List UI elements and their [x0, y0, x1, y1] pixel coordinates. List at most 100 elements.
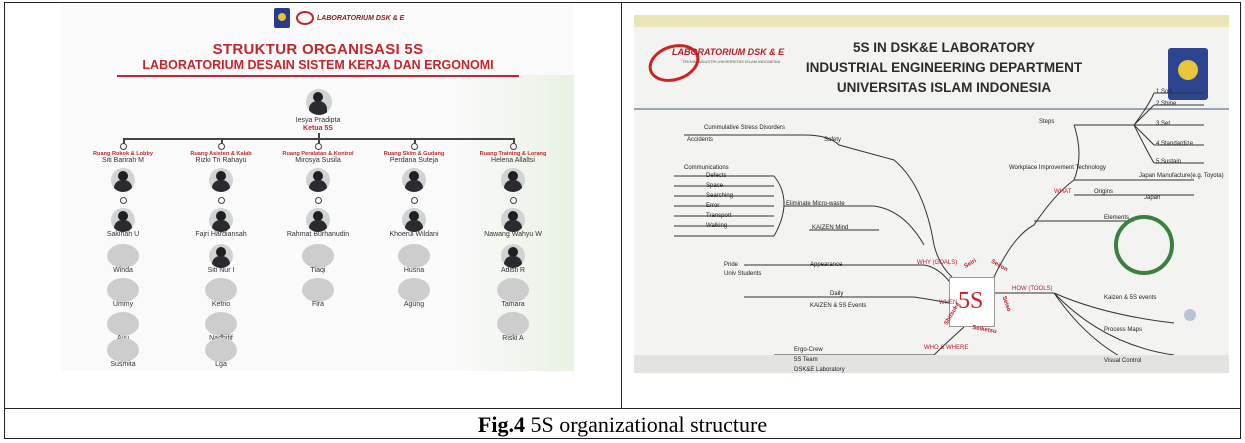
- mindmap-node: Univ Students: [724, 271, 762, 277]
- avatar-member-placeholder: [302, 244, 334, 268]
- mindmap-node: 5S Team: [794, 357, 818, 363]
- column-divider: [621, 2, 622, 409]
- mindmap-node: Ergo-Crew: [794, 347, 823, 353]
- avatar-member-placeholder: [107, 278, 139, 302]
- mindmap-node: Walking: [706, 223, 728, 229]
- photo-title-line-2: INDUSTRIAL ENGINEERING DEPARTMENT: [805, 60, 1083, 75]
- avatar-room-head: [306, 168, 330, 192]
- mindmap-node: Elements: [1104, 215, 1130, 221]
- mindmap-node: Eliminate Micro-waste: [786, 201, 845, 207]
- mindmap-node: Safety: [824, 137, 842, 143]
- mindmap-node: Searching: [706, 193, 734, 199]
- connector-line: [414, 138, 416, 145]
- mindmap-node: KAIZEN Mind: [812, 225, 849, 231]
- avatar-leader: [306, 89, 332, 115]
- connector-line: [318, 133, 320, 139]
- avatar-room-head: [111, 168, 135, 192]
- photo-lab-logo-text: LABORATORIUM DSK & E: [672, 47, 785, 57]
- mindmap-node: Space: [706, 183, 724, 189]
- member-name: Susmita: [110, 361, 136, 368]
- avatar-member-placeholder: [398, 244, 430, 268]
- mindmap-branches: [674, 92, 1204, 373]
- mindmap-node: Workplace Improvement Technology: [1009, 165, 1106, 171]
- photo-top-band: [634, 15, 1229, 27]
- connector-dot: [315, 143, 322, 150]
- avatar-room-head: [402, 168, 426, 192]
- uii-logo-icon: [274, 8, 290, 28]
- poster-title: STRUKTUR ORGANISASI 5S: [212, 41, 424, 58]
- title-underline: [117, 75, 519, 77]
- room-head-name: Rizki Tri Rahayu: [195, 157, 247, 164]
- room-label: Ruang Asisten & Kalab: [190, 151, 252, 157]
- member-name: Riski A: [502, 335, 524, 342]
- lab-ring-icon: [296, 11, 314, 25]
- mindmap-node: WHAT: [1054, 189, 1072, 195]
- lab-logo: LABORATORIUM DSK & E: [296, 11, 404, 25]
- mindmap-node: Pride: [724, 262, 739, 268]
- room-head-name: Helena Allaltsi: [491, 157, 535, 164]
- caption-label: Fig.4: [477, 412, 525, 437]
- avatar-member-placeholder: [107, 338, 139, 362]
- mindmap-node: 5.Sustain: [1156, 159, 1182, 165]
- photo-title-line-1: 5S IN DSK&E LABORATORY: [852, 40, 1036, 55]
- figure-caption: Fig.4 5S organizational structure: [0, 412, 1245, 438]
- connector-line: [318, 138, 320, 145]
- poster-logos: LABORATORIUM DSK & E: [274, 8, 404, 28]
- connector-dot: [411, 143, 418, 150]
- 5s-hub: 5S: [949, 277, 995, 327]
- connector-dot: [510, 197, 517, 204]
- mindmap-node: Visual Control: [1104, 358, 1142, 364]
- member-name: Winda: [113, 267, 133, 274]
- mindmap-node: Origins: [1094, 189, 1114, 195]
- member-name: Nawang Wahyu W: [484, 231, 542, 238]
- member-name: Ummy: [112, 301, 134, 308]
- avatar-room-head: [501, 168, 525, 192]
- hub-label: 5S: [958, 288, 984, 314]
- mindmap-node: DSK&E Laboratory: [794, 367, 845, 373]
- avatar-member-placeholder: [398, 278, 430, 302]
- caption-text: 5S organizational structure: [524, 412, 768, 437]
- member-name: Fira: [311, 301, 325, 308]
- mindmap-node: Error: [706, 203, 720, 209]
- member-name: Tiaqi: [310, 267, 326, 274]
- connector-dot: [315, 197, 322, 204]
- mindmap-node: Transport: [706, 213, 732, 219]
- mindmap-node: 3.Set: [1156, 121, 1171, 127]
- mindmap-node: 4.Standardize: [1156, 141, 1194, 147]
- avatar-member: [501, 208, 525, 232]
- org-structure-poster: LABORATORIUM DSK & E STRUKTUR ORGANISASI…: [62, 5, 574, 371]
- mindmap-node: WHO & WHERE: [924, 345, 969, 351]
- member-name: Rahmat Burhanudin: [286, 231, 350, 238]
- connector-dot: [411, 197, 418, 204]
- connector-dot: [218, 197, 225, 204]
- avatar-member-placeholder: [497, 312, 529, 336]
- avatar-member-placeholder: [205, 312, 237, 336]
- mindmap-node: Daily: [830, 291, 844, 297]
- leader-role: Ketua 5S: [303, 125, 333, 132]
- photo-title-separator: [634, 108, 1229, 110]
- avatar-member-placeholder: [107, 312, 139, 336]
- member-name: Tamara: [501, 301, 525, 308]
- avatar-member: [209, 244, 233, 268]
- avatar-member: [209, 208, 233, 232]
- member-name: Siti Nur I: [207, 267, 235, 274]
- member-name: Ketno: [211, 301, 231, 308]
- connector-line: [513, 138, 515, 145]
- mindmap-node: 1.Sort: [1156, 89, 1173, 95]
- leader-name: Iesya Pradipta: [295, 117, 341, 124]
- avatar-member: [402, 208, 426, 232]
- room-label: Ruang Rokok & Lobby: [93, 151, 153, 157]
- room-label: Ruang Training & Lorang: [479, 151, 547, 157]
- room-head-name: Siti Barirah M: [101, 157, 144, 164]
- photo-bottom-band: [634, 355, 1229, 373]
- avatar-member-placeholder: [107, 244, 139, 268]
- table-frame: [4, 2, 1241, 439]
- mindmap-node: Kaizen & 5S events: [1104, 295, 1157, 301]
- avatar-member-placeholder: [302, 278, 334, 302]
- member-name: Khoerul Wildani: [389, 231, 439, 238]
- mindmap-node: Communications: [684, 165, 729, 171]
- member-name: Lga: [215, 361, 227, 368]
- mindmap-node: HOW (TOOLS): [1012, 286, 1053, 292]
- member-name: Fajri Hardiansah: [195, 231, 247, 238]
- mindmap-node: Japan Manufacture(e.g. Toyota): [1139, 173, 1224, 179]
